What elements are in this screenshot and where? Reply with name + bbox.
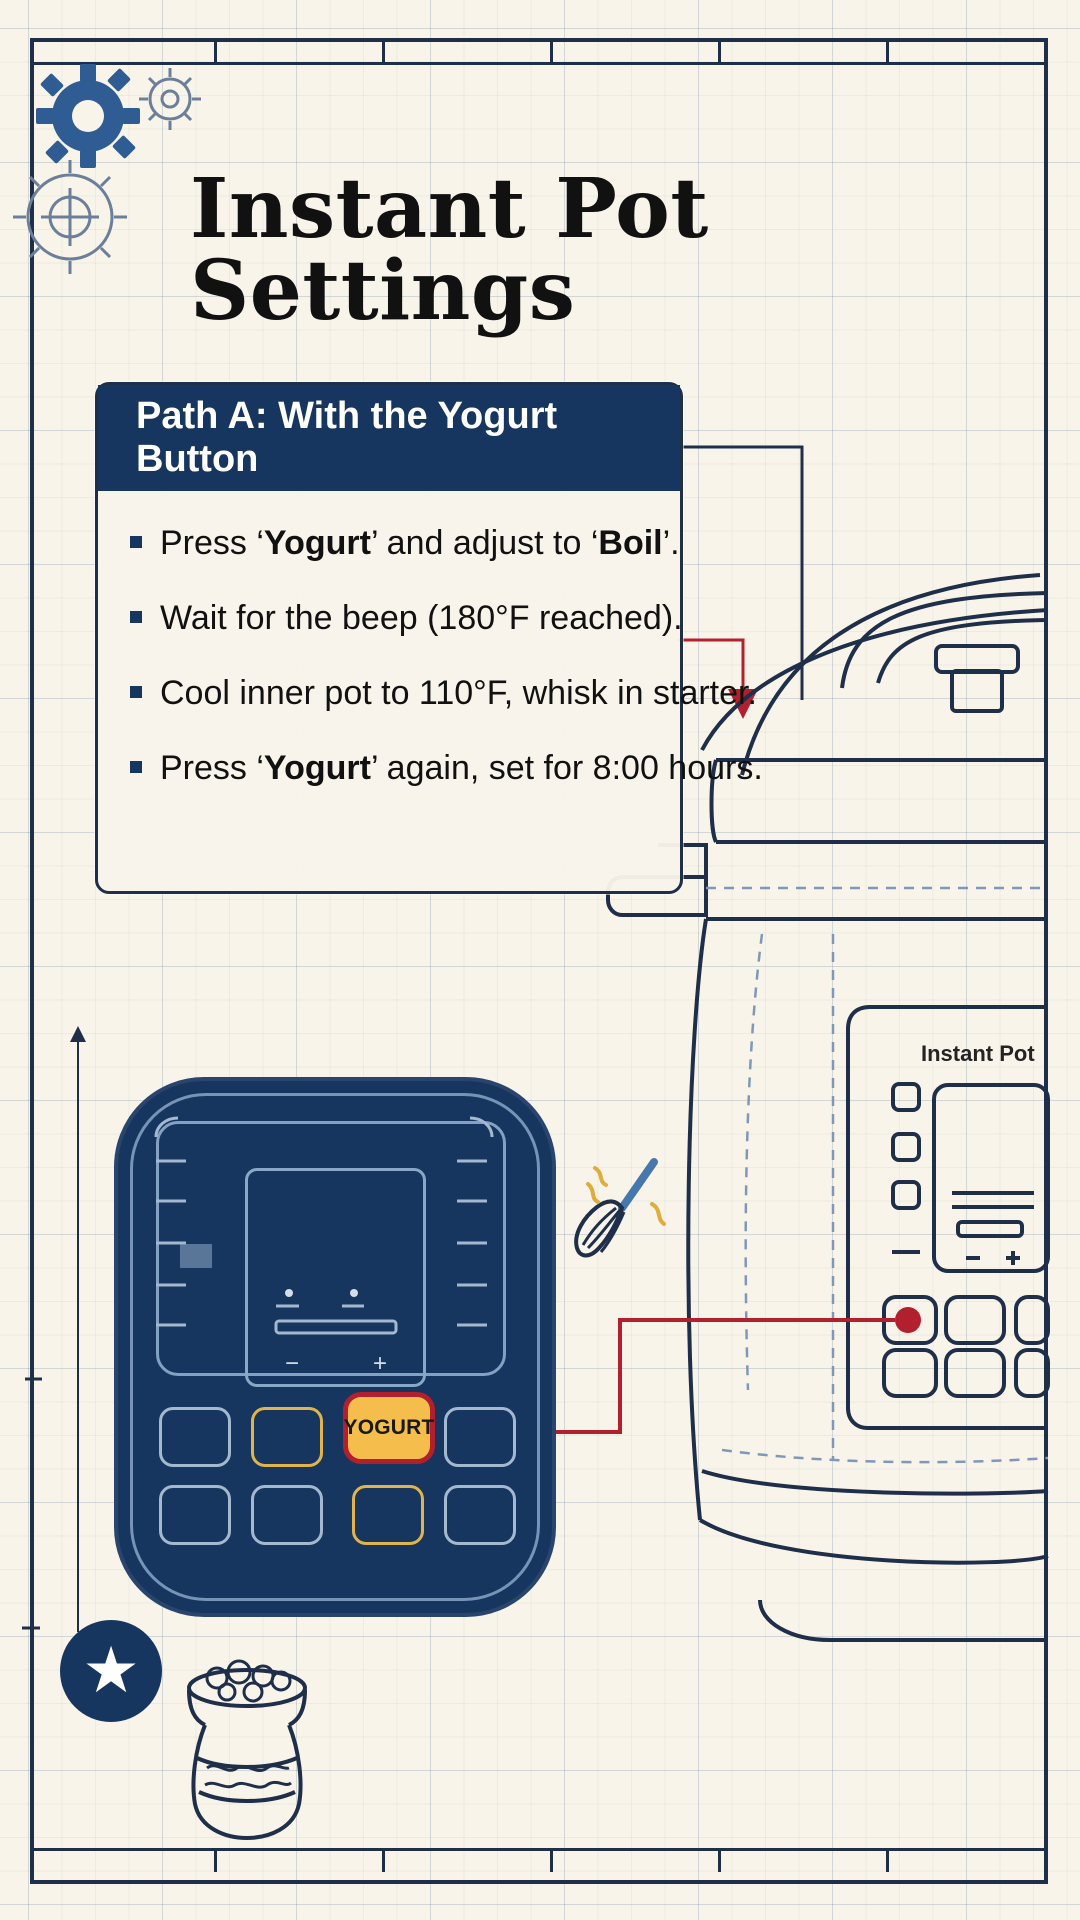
yogurt-jar-icon xyxy=(187,1659,307,1841)
control-panel-screen xyxy=(245,1168,426,1387)
screen-plus-icon: + xyxy=(373,1350,387,1377)
top-ruler-tick xyxy=(718,38,721,62)
control-button[interactable] xyxy=(251,1485,323,1545)
path-a-step-4-bold: Yogurt xyxy=(263,749,371,787)
path-a-step-1-middle: ’ and adjust to ‘ xyxy=(370,524,599,562)
path-a-step-3: Cool inner pot to 110°F, whisk in starte… xyxy=(130,673,757,748)
gear-icon xyxy=(13,64,201,274)
top-ruler xyxy=(30,38,1048,65)
bottom-ruler-tick xyxy=(382,1848,385,1872)
yogurt-button[interactable]: YOGURT xyxy=(343,1392,435,1464)
control-panel-details: − + xyxy=(154,1116,494,1377)
path-a-list: Press ‘Yogurt’ and adjust to ‘Boil’. Wai… xyxy=(98,491,763,823)
star-icon: ★ xyxy=(82,1634,140,1706)
control-button[interactable] xyxy=(444,1407,516,1467)
path-a-step-1-bold2: Boil xyxy=(598,524,663,562)
control-panel-screen-area xyxy=(156,1121,506,1376)
path-a-step-4: Press ‘Yogurt’ again, set for 8:00 hours… xyxy=(130,748,763,823)
control-button[interactable] xyxy=(159,1407,231,1467)
screen-minus-icon: − xyxy=(285,1350,299,1377)
top-ruler-tick xyxy=(382,38,385,62)
path-a-step-4-prefix: Press ‘ xyxy=(160,749,264,787)
path-a-step-1-suffix: ’. xyxy=(662,524,680,562)
control-panel-indicator xyxy=(180,1244,212,1268)
path-a-step-2: Wait for the beep (180°F reached). xyxy=(130,598,683,673)
path-a-step-1-prefix: Press ‘ xyxy=(160,524,264,562)
left-guide-line xyxy=(77,1038,79,1632)
control-button[interactable] xyxy=(159,1485,231,1545)
whisk-icon xyxy=(574,1158,666,1258)
path-a-step-4-suffix: ’ again, set for 8:00 hours. xyxy=(370,749,763,787)
control-button[interactable] xyxy=(352,1485,424,1545)
control-button[interactable] xyxy=(444,1485,516,1545)
outer-frame xyxy=(30,38,1048,1884)
path-a-header: Path A: With the Yogurt Button xyxy=(98,385,680,491)
bottom-ruler-tick xyxy=(718,1848,721,1872)
bottom-ruler xyxy=(30,1848,1048,1875)
top-ruler-tick xyxy=(214,38,217,62)
instant-pot-brand: Instant Pot xyxy=(921,1041,1035,1066)
gear-cluster xyxy=(13,58,224,278)
control-button[interactable] xyxy=(251,1407,323,1467)
path-a-step-1-bold: Yogurt xyxy=(263,524,371,562)
left-guide-arrow-icon xyxy=(70,1026,86,1042)
path-a-card: Path A: With the Yogurt Button Press ‘Yo… xyxy=(95,382,763,894)
control-panel: − + YOGURT xyxy=(114,1077,556,1617)
top-ruler-tick xyxy=(886,38,889,62)
bottom-ruler-tick xyxy=(886,1848,889,1872)
bottom-ruler-tick xyxy=(550,1848,553,1872)
path-a-step-1: Press ‘Yogurt’ and adjust to ‘Boil’. xyxy=(130,523,680,598)
control-panel-inner-border xyxy=(130,1093,540,1601)
page-title: Instant Pot Settings xyxy=(190,161,709,339)
top-ruler-tick xyxy=(550,38,553,62)
star-badge: ★ xyxy=(60,1620,162,1722)
bottom-ruler-tick xyxy=(214,1848,217,1872)
